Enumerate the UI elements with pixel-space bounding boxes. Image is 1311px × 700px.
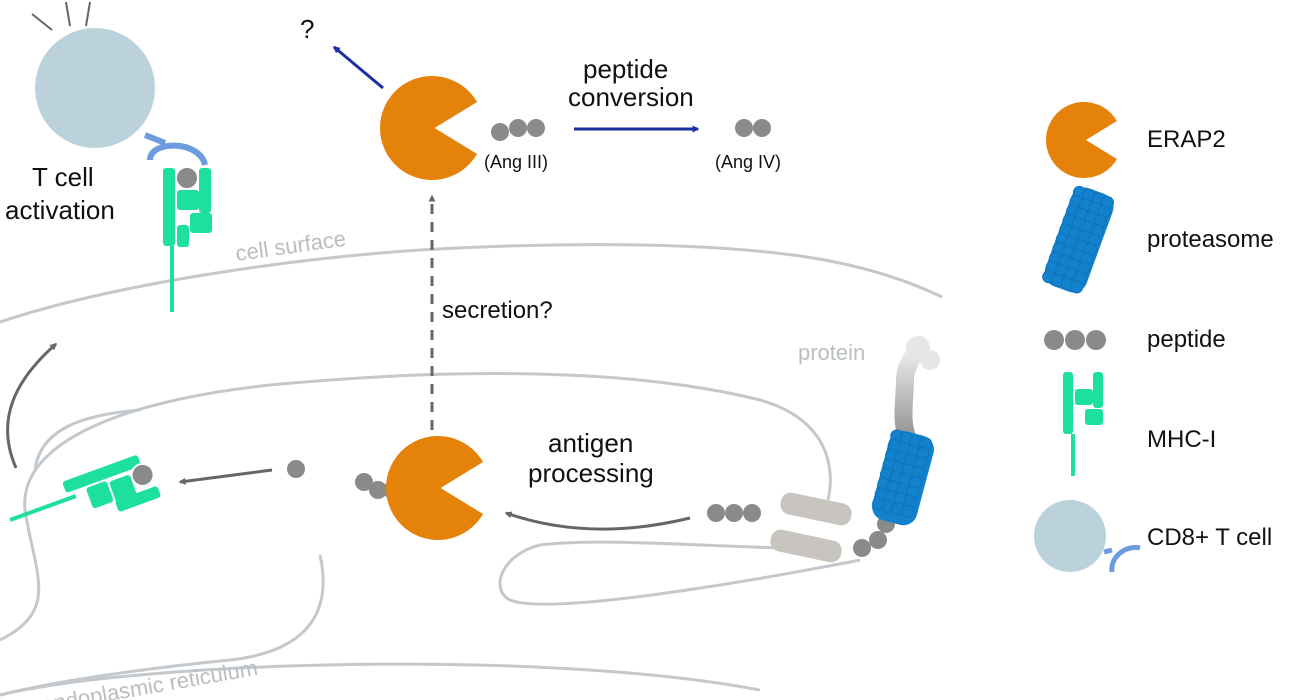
peptide-bead bbox=[491, 123, 509, 141]
ang-iv-peptide bbox=[735, 119, 771, 137]
peptide-conversion-label-line1: peptide bbox=[583, 54, 668, 84]
peptide-bead bbox=[509, 119, 527, 137]
trimmed-peptide bbox=[287, 460, 305, 478]
peptide-bead bbox=[1044, 330, 1064, 350]
peptide-bead bbox=[1065, 330, 1085, 350]
proteasome-icon bbox=[1042, 185, 1114, 294]
peptide-icon bbox=[1044, 330, 1106, 350]
mhc-domain bbox=[109, 475, 137, 502]
peptide-bead bbox=[1086, 330, 1106, 350]
mhc-er bbox=[9, 455, 161, 522]
proteasome-bead bbox=[1070, 280, 1084, 294]
legend: ERAP2 proteasome peptide MHC-I CD8+ T ce… bbox=[1034, 102, 1274, 573]
t-cell bbox=[31, 1, 208, 167]
legend-label-proteasome: proteasome bbox=[1147, 226, 1274, 253]
export-arrow bbox=[6, 342, 58, 469]
legend-label-tcell: CD8+ T cell bbox=[1147, 524, 1272, 551]
er-membrane bbox=[0, 372, 861, 642]
activation-ray bbox=[85, 1, 91, 27]
peptide-bead bbox=[369, 481, 387, 499]
tcr-receptor bbox=[1103, 544, 1141, 573]
erap2-secreted bbox=[380, 76, 478, 181]
mhc-arm bbox=[199, 168, 211, 213]
er-label: endoplasmic reticulum bbox=[40, 655, 260, 700]
mhc-surface bbox=[163, 166, 212, 312]
peptide-bead bbox=[735, 119, 753, 137]
peptide-bead bbox=[527, 119, 545, 137]
t-cell-label-line2: activation bbox=[5, 195, 115, 225]
erap2-er bbox=[386, 436, 484, 540]
mhc-arm bbox=[62, 455, 141, 493]
mhc-domain bbox=[190, 213, 212, 233]
mhc-arm bbox=[1063, 372, 1073, 434]
legend-label-erap2: ERAP2 bbox=[1147, 126, 1226, 153]
peptide-bead bbox=[743, 504, 761, 522]
t-cell-body bbox=[1034, 500, 1106, 572]
protein-label: protein bbox=[798, 340, 865, 365]
ang-iii-peptide bbox=[491, 119, 545, 141]
antigen-processing-label-line1: antigen bbox=[548, 428, 633, 458]
mhc-stalk bbox=[9, 494, 77, 522]
ang-iii-label: (Ang III) bbox=[484, 152, 548, 172]
protein-blob bbox=[920, 350, 940, 370]
cell-surface-label: cell surface bbox=[234, 226, 348, 266]
peptide-loading-arrow bbox=[178, 468, 273, 485]
mhc-domain bbox=[177, 225, 189, 247]
antigen-processing-label-line2: processing bbox=[528, 458, 654, 488]
t-cell-label-line1: T cell bbox=[32, 162, 94, 192]
cell-surface-membrane bbox=[0, 243, 943, 324]
mhc-domain bbox=[1075, 389, 1093, 405]
mhc-arm bbox=[1093, 372, 1103, 408]
tap-subunit bbox=[770, 529, 842, 563]
unknown-fate-arrow bbox=[332, 45, 384, 90]
legend-label-mhc: MHC-I bbox=[1147, 426, 1216, 453]
tap-subunit bbox=[780, 492, 852, 526]
protein bbox=[894, 336, 940, 449]
proteasome-bead bbox=[901, 504, 914, 518]
er-outer-curve bbox=[0, 662, 761, 697]
ang-iv-label: (Ang IV) bbox=[715, 152, 781, 172]
mhc-domain bbox=[177, 190, 199, 210]
t-cell-body bbox=[35, 28, 155, 148]
loaded-peptide bbox=[130, 462, 155, 487]
proteasome-er bbox=[872, 429, 934, 526]
peptide-conversion-label-line2: conversion bbox=[568, 82, 694, 112]
peptide-bead bbox=[853, 539, 871, 557]
mhc-arm bbox=[163, 168, 175, 246]
mhc-icon bbox=[1063, 372, 1103, 476]
mhc-domain bbox=[86, 481, 114, 509]
t-cell-icon bbox=[1034, 500, 1141, 573]
peptide-bead bbox=[869, 531, 887, 549]
peptide-bead bbox=[753, 119, 771, 137]
peptide-bead bbox=[355, 473, 373, 491]
erap2-pacman-icon bbox=[1045, 102, 1117, 178]
peptide-bead bbox=[707, 504, 725, 522]
mhc-domain bbox=[1085, 409, 1103, 425]
antigen-processing-arrow bbox=[504, 511, 691, 531]
presented-peptide bbox=[175, 166, 199, 190]
activation-ray bbox=[31, 13, 53, 31]
question-label: ? bbox=[300, 14, 314, 44]
tcr-receptor bbox=[143, 132, 208, 167]
legend-label-peptide: peptide bbox=[1147, 326, 1226, 353]
mhc-arm bbox=[115, 486, 161, 512]
er-peptide-triplet bbox=[707, 504, 761, 522]
secretion-label: secretion? bbox=[442, 297, 553, 324]
activation-ray bbox=[65, 1, 71, 27]
tap-transporter bbox=[770, 492, 852, 563]
peptide-bead bbox=[725, 504, 743, 522]
